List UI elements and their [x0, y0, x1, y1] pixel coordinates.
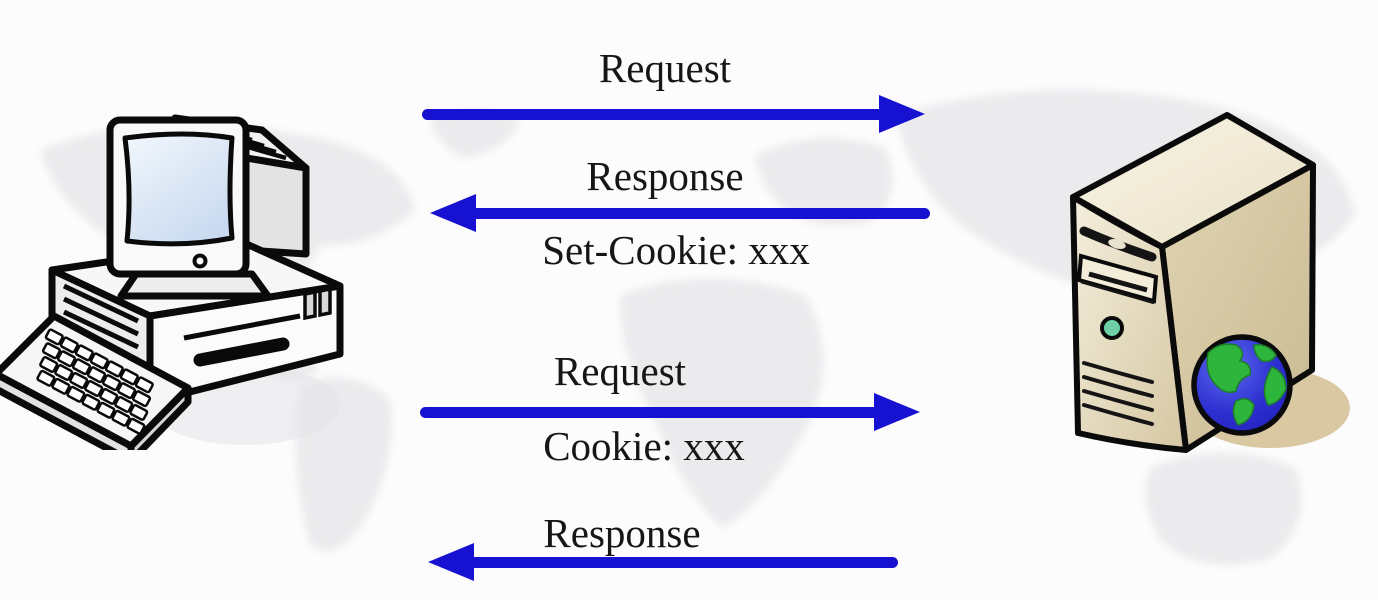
server-vents: [1082, 361, 1154, 426]
desktop-computer-icon: [0, 114, 344, 450]
message-label: Request: [598, 45, 732, 91]
arrow-head: [430, 194, 476, 232]
message-label: Response: [543, 510, 701, 556]
message-label: Response: [586, 153, 744, 199]
keyboard-keys: [35, 328, 154, 436]
arrow-head: [874, 393, 920, 431]
monitor: [106, 116, 272, 300]
right-arrow-icon: [422, 95, 925, 133]
left-arrow-icon: [428, 543, 898, 581]
server-front-details: [1076, 226, 1159, 426]
case-drive-slot: [183, 286, 332, 367]
left-arrow-icon: [430, 194, 930, 232]
message-sublabel: Set-Cookie: xxx: [542, 227, 810, 273]
arrow-head: [428, 543, 474, 581]
arrow-head: [879, 95, 925, 133]
server-power-button: [1100, 316, 1124, 340]
arrow-shaft: [422, 109, 887, 120]
arrow-shaft: [466, 557, 898, 568]
server-tower-icon: [1070, 112, 1350, 453]
globe-icon: [1191, 334, 1293, 436]
arrow-shaft: [468, 208, 930, 219]
message-sublabel: Cookie: xxx: [543, 423, 745, 469]
message-label: Request: [553, 348, 687, 394]
monitor-power-button: [192, 253, 208, 269]
arrow-shaft: [420, 407, 882, 418]
right-arrow-icon: [420, 393, 920, 431]
monitor-screen: [122, 131, 235, 247]
